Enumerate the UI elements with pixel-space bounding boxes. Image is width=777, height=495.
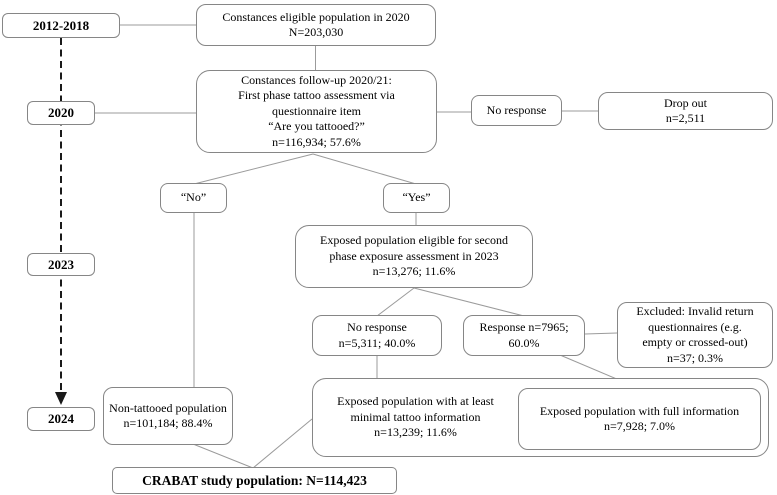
box-text-line: empty or crossed-out) [642, 335, 748, 349]
box-text-line: Non-tattooed population [109, 400, 227, 415]
box-answer-yes: “Yes” [383, 183, 450, 213]
box-text-line: 60.0% [508, 335, 540, 350]
timeline-label: 2020 [48, 105, 74, 121]
connector-followup-no [193, 153, 314, 185]
box-text-line: n=13,239; 11.6% [374, 425, 457, 440]
box-exposed-eligible: Exposed population eligible for second p… [295, 225, 533, 288]
box-text-line: Exposed population eligible for second [320, 233, 508, 248]
box-text-line: n=101,184; 88.4% [123, 416, 213, 430]
minimal-info-text: Exposed population with at least minimal… [313, 379, 518, 456]
timeline-arrowhead-icon [55, 392, 67, 405]
connector-nontattooed-crabat [192, 443, 254, 469]
box-followup-assessment: Constances follow-up 2020/21: First phas… [196, 70, 437, 153]
box-text-line: questionnaire item [272, 103, 361, 118]
box-text-line: minimal tattoo information [350, 409, 481, 424]
box-text-line: “Are you tattooed?” [268, 119, 365, 134]
box-text-line: “No” [180, 190, 207, 205]
timeline-box-2024: 2024 [27, 407, 95, 431]
box-excluded-invalid: Excluded: Invalid return questionnaires … [617, 302, 773, 368]
box-text-line: Response n=7965; [479, 320, 569, 334]
connector-minimal-crabat [252, 418, 313, 469]
box-non-tattooed: Non-tattooed population n=101,184; 88.4% [103, 387, 233, 445]
box-minimal-tattoo-info: Exposed population with at least minimal… [312, 378, 769, 457]
timeline-box-2012-2018: 2012-2018 [2, 13, 120, 38]
timeline-box-2023: 2023 [27, 253, 95, 276]
box-text-line: n=37; 0.3% [666, 350, 724, 365]
timeline-label: 2012-2018 [32, 17, 90, 33]
box-no-response-second: No response n=5,311; 40.0% [312, 315, 442, 356]
box-text-line: n=2,511 [665, 111, 706, 125]
timeline-label: 2024 [48, 411, 74, 427]
box-text-line: Constances follow-up 2020/21: [241, 72, 392, 87]
box-full-information: Exposed population with full information… [518, 388, 761, 450]
box-text-line: Drop out [664, 95, 707, 110]
box-text-line: CRABAT study population: N=114,423 [142, 472, 367, 488]
box-text-line: N=203,030 [288, 25, 344, 39]
box-text-line: n=5,311; 40.0% [338, 335, 416, 350]
box-text-line: Constances eligible population in 2020 [222, 9, 410, 24]
box-text-line: Exposed population with full information [539, 403, 740, 418]
connector-response-excluded [584, 332, 618, 335]
box-no-response-first: No response [471, 95, 562, 126]
box-answer-no: “No” [160, 183, 227, 213]
box-text-line: “Yes” [402, 190, 431, 205]
box-text-line: n=116,934; 57.6% [272, 134, 361, 149]
box-eligible-population: Constances eligible population in 2020 N… [196, 4, 436, 46]
box-text-line: No response [347, 320, 407, 334]
connector-exposed-response [413, 287, 525, 317]
box-text-line: Exposed population with at least [337, 394, 494, 409]
box-text-line: First phase tattoo assessment via [238, 88, 395, 103]
box-text-line: n=7,928; 7.0% [603, 419, 676, 433]
connector-followup-yes [312, 153, 417, 185]
box-text-line: n=13,276; 11.6% [372, 264, 456, 279]
box-text-line: phase exposure assessment in 2023 [329, 248, 499, 263]
box-text-line: Excluded: Invalid return [636, 304, 754, 318]
timeline-box-2020: 2020 [27, 101, 95, 125]
box-crabat-study-population: CRABAT study population: N=114,423 [112, 467, 397, 494]
box-text-line: questionnaires (e.g. [648, 319, 742, 334]
connector-exposed-noresponse2 [376, 287, 415, 317]
box-text-line: No response [486, 102, 547, 117]
box-response: Response n=7965; 60.0% [463, 315, 585, 356]
box-drop-out: Drop out n=2,511 [598, 92, 773, 130]
timeline-label: 2023 [48, 256, 74, 272]
